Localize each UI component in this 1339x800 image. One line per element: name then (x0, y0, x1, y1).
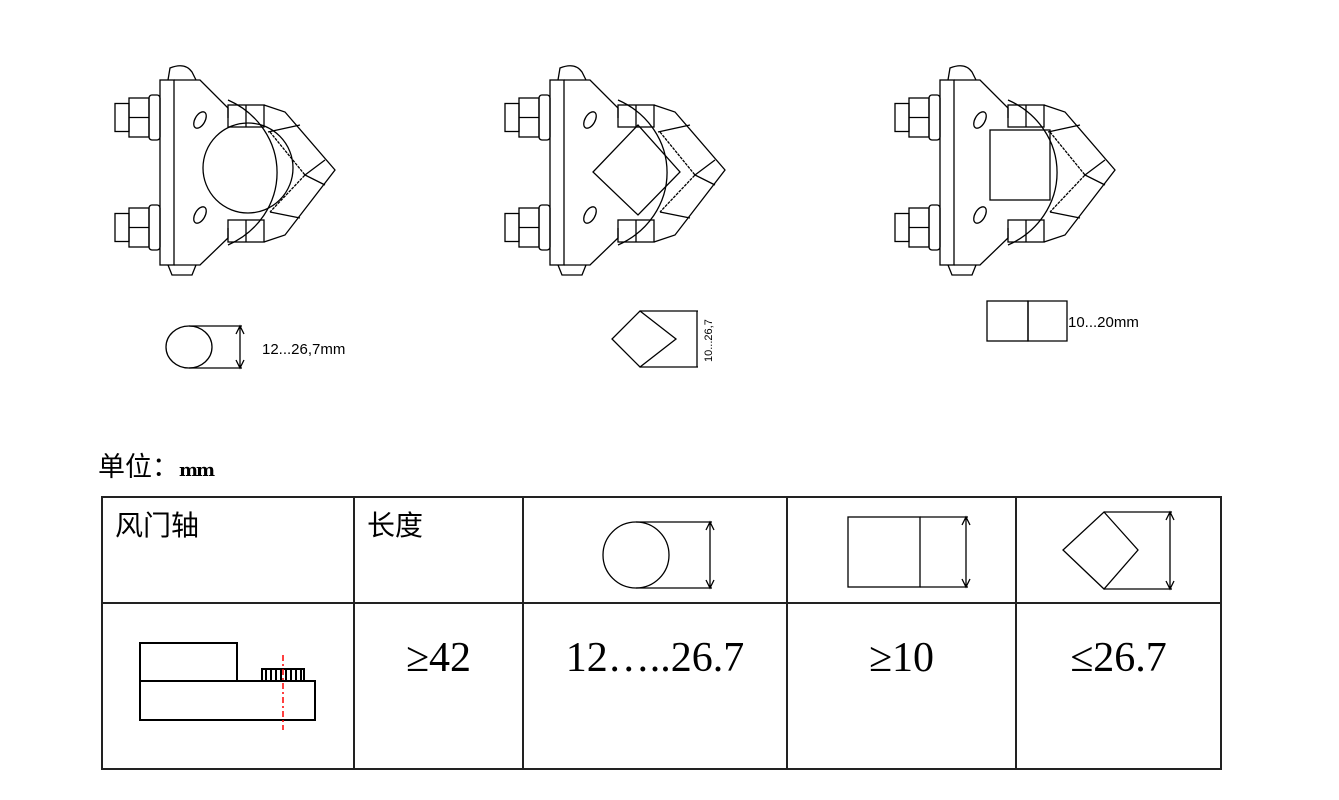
u-bolt-arc (227, 99, 278, 246)
diamond-dimension-icon (611, 310, 678, 368)
dimension-label-square: 10...20mm (1068, 314, 1139, 331)
round-dimension-icon (165, 325, 213, 369)
slot-hole-icon (583, 206, 597, 224)
u-bolt-arc (1007, 99, 1058, 246)
v-jaw-inner (1049, 131, 1086, 213)
clamp-plate (549, 79, 565, 266)
v-jaw-inner (659, 131, 696, 213)
length-value: ≥42 (353, 602, 524, 770)
washer-icon (148, 94, 161, 141)
slot-hole-icon (193, 111, 207, 129)
slot-hole-icon (193, 206, 207, 224)
washer-icon (538, 204, 551, 251)
dimension-arrow (1027, 300, 1068, 342)
v-jaw-inner (269, 131, 306, 213)
header-length: 长度 (353, 496, 524, 604)
bolt-end-icon (894, 212, 910, 243)
diamond-value: ≤26.7 (1015, 602, 1222, 770)
header-diamond-icon (1015, 496, 1222, 604)
header-round-icon (522, 496, 788, 604)
shaft-drawing-cell (101, 602, 355, 770)
bolt-end-icon (114, 102, 130, 133)
clamp-drawing-circle (114, 65, 336, 276)
clamp-body (174, 79, 229, 266)
v-jaw (263, 104, 336, 243)
dimension-arrow (640, 310, 698, 368)
slot-hole-icon (973, 111, 987, 129)
plate-tab-bottom (947, 264, 977, 276)
plate-tab-top (557, 65, 587, 81)
bolt-end-icon (114, 212, 130, 243)
header-shaft: 风门轴 (101, 496, 355, 604)
header-square-icon (786, 496, 1017, 604)
washer-icon (928, 204, 941, 251)
plate-tab-bottom (557, 264, 587, 276)
dimension-arrow (189, 324, 245, 370)
v-jaw (1043, 104, 1116, 243)
slot-hole-icon (973, 206, 987, 224)
round-shaft-icon (202, 122, 294, 214)
u-bolt-arc (617, 99, 668, 246)
clamp-drawing-diamond (504, 65, 726, 276)
plate-tab-top (947, 65, 977, 81)
dimension-label-diamond: 10...26,7 (703, 319, 715, 362)
bolt-end-icon (894, 102, 910, 133)
clamp-plate (159, 79, 175, 266)
round-value: 12…..26.7 (522, 602, 788, 770)
unit-label: 单位：mm (98, 452, 215, 483)
diamond-shaft-icon (592, 124, 681, 216)
clamp-body (954, 79, 1009, 266)
washer-icon (928, 94, 941, 141)
plate-tab-top (167, 65, 197, 81)
plate-tab-bottom (167, 264, 197, 276)
square-value: ≥10 (786, 602, 1017, 770)
square-shaft-icon (989, 129, 1051, 201)
dimension-label-circle: 12...26,7mm (262, 341, 346, 358)
clamp-body (564, 79, 619, 266)
dimension-symbols (165, 300, 1068, 370)
spec-table: 风门轴 长度 ≥42 12…..26.7 ≥10 ≤26.7 (101, 496, 1222, 770)
clamp-plate (939, 79, 955, 266)
washer-icon (538, 94, 551, 141)
washer-icon (148, 204, 161, 251)
clamp-drawing-square (894, 65, 1116, 276)
square-dimension-icon (986, 300, 1029, 342)
bolt-end-icon (504, 102, 520, 133)
bolt-end-icon (504, 212, 520, 243)
v-jaw (653, 104, 726, 243)
slot-hole-icon (583, 111, 597, 129)
